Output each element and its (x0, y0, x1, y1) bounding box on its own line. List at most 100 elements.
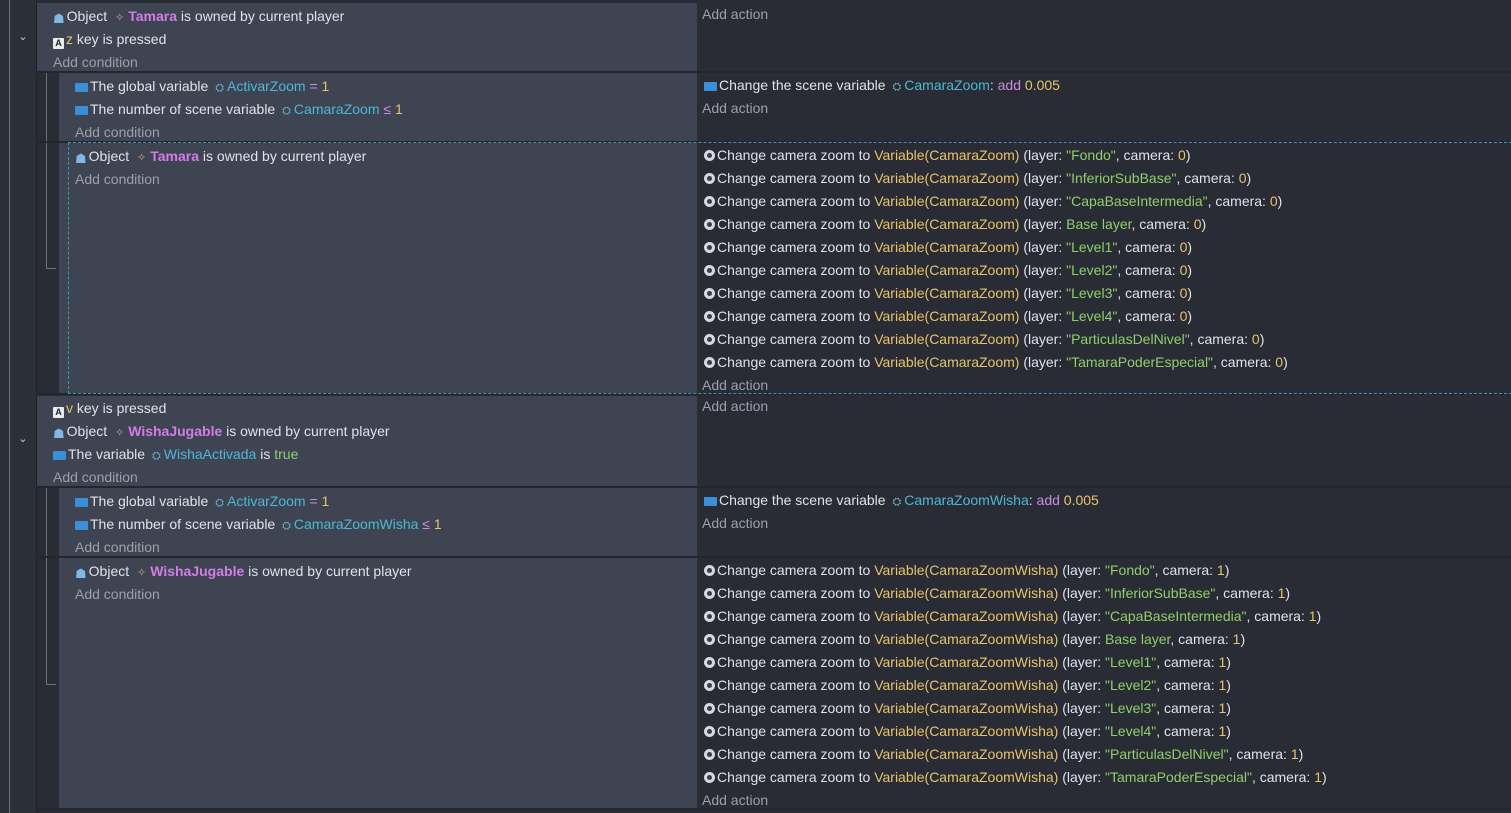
token-text: , camera: (1251, 769, 1315, 785)
token-str: "Level3" (1105, 700, 1157, 716)
condition-row[interactable]: The global variable ⛭ActivarZoom = 1 (75, 490, 329, 512)
condition-row[interactable]: The variable ⛭WishaActivada is true (53, 443, 298, 465)
condition-row[interactable]: The global variable ⛭ActivarZoom = 1 (75, 75, 329, 97)
conditions-pane[interactable] (37, 3, 697, 71)
token-text: : (1028, 492, 1037, 508)
token-str: Base layer (1066, 216, 1132, 232)
token-text: (layer: (1058, 677, 1106, 693)
camera-icon (704, 680, 715, 691)
token-num: 0 (1275, 354, 1284, 370)
action-row[interactable]: Change camera zoom to Variable(CamaraZoo… (704, 743, 1303, 765)
actions-pane[interactable] (697, 3, 1511, 71)
token-text: ) (1226, 700, 1231, 716)
chevron-down-icon: ⌄ (18, 433, 28, 445)
token-text: (layer: (1019, 170, 1067, 186)
add-condition-link[interactable]: Add condition (75, 124, 160, 140)
action-row[interactable]: Change camera zoom to Variable(CamaraZoo… (704, 328, 1264, 350)
token-op: add (997, 77, 1021, 93)
token-text: Change camera zoom to (717, 631, 875, 647)
add-condition-link[interactable]: Add condition (53, 469, 138, 485)
action-row[interactable]: Change camera zoom to Variable(CamaraZoo… (704, 582, 1290, 604)
collapse-toggle-event-1[interactable]: ⌄ (17, 31, 29, 43)
token-text: Object (66, 8, 112, 24)
event-separator (36, 556, 1511, 558)
object-icon: ☗ (53, 426, 65, 441)
add-condition-link[interactable]: Add condition (75, 171, 160, 187)
actions-pane[interactable] (697, 396, 1511, 486)
add-condition-link[interactable]: Add condition (53, 54, 138, 70)
action-row[interactable]: Change the scene variable ⛭CamaraZoom: a… (704, 74, 1060, 96)
add-action-link[interactable]: Add action (702, 398, 769, 414)
token-num: Variable(CamaraZoom) (874, 147, 1020, 163)
token-text: key is pressed (73, 31, 167, 47)
conditions-pane[interactable] (59, 143, 697, 393)
token-num: Variable(CamaraZoom) (874, 170, 1020, 186)
actions-pane[interactable] (697, 73, 1511, 141)
token-text: ) (1316, 608, 1322, 624)
camera-icon (704, 242, 715, 253)
add-action-link[interactable]: Add action (702, 792, 769, 808)
token-text: , camera: (1246, 608, 1309, 624)
action-row[interactable]: Change camera zoom to Variable(CamaraZoo… (704, 720, 1231, 742)
action-row[interactable]: Change camera zoom to Variable(CamaraZoo… (704, 213, 1206, 235)
action-row[interactable]: Change camera zoom to Variable(CamaraZoo… (704, 766, 1327, 788)
token-num: 1 (1308, 608, 1317, 624)
token-num: 1 (321, 78, 330, 94)
add-condition-link[interactable]: Add condition (75, 586, 160, 602)
add-action-link[interactable]: Add action (702, 6, 769, 22)
actions-pane[interactable] (697, 143, 1511, 393)
camera-icon (704, 311, 715, 322)
token-text: Change camera zoom to (717, 746, 875, 762)
token-text: ) (1240, 631, 1246, 647)
action-row[interactable]: Change camera zoom to Variable(CamaraZoo… (704, 236, 1192, 258)
actions-pane[interactable] (697, 488, 1511, 556)
conditions-pane[interactable] (59, 558, 697, 808)
add-action-link[interactable]: Add action (702, 100, 769, 116)
action-row[interactable]: Change camera zoom to Variable(CamaraZoo… (704, 651, 1231, 673)
condition-row[interactable]: The number of scene variable ⛭CamaraZoom… (75, 513, 442, 535)
add-condition-link[interactable]: Add condition (75, 539, 160, 555)
token-text: Object (66, 423, 112, 439)
token-num: Variable(CamaraZoomWisha) (874, 562, 1059, 578)
add-action-link[interactable]: Add action (702, 515, 769, 531)
actions-pane[interactable] (697, 558, 1511, 808)
token-text: Change camera zoom to (717, 608, 875, 624)
keyboard-key-icon: A (53, 38, 64, 49)
token-str: "CapaBaseIntermedia" (1105, 608, 1247, 624)
action-row[interactable]: Change camera zoom to Variable(CamaraZoo… (704, 628, 1245, 650)
condition-row[interactable]: The number of scene variable ⛭CamaraZoom… (75, 98, 403, 120)
variable-scope-icon: ⛭ (282, 520, 291, 532)
token-num: 1 (1218, 677, 1227, 693)
action-row[interactable]: Change camera zoom to Variable(CamaraZoo… (704, 674, 1231, 696)
action-row[interactable]: Change camera zoom to Variable(CamaraZoo… (704, 305, 1192, 327)
collapse-toggle-event-4[interactable]: ⌄ (17, 433, 29, 445)
token-num: Variable(CamaraZoomWisha) (874, 769, 1059, 785)
action-row[interactable]: Change camera zoom to Variable(CamaraZoo… (704, 190, 1282, 212)
conditions-pane[interactable] (59, 488, 697, 556)
token-str: "Fondo" (1066, 147, 1116, 163)
condition-row[interactable]: ☗Object ✧Tamara is owned by current play… (75, 145, 366, 167)
add-action-link[interactable]: Add action (702, 377, 769, 393)
conditions-pane[interactable] (37, 396, 697, 486)
action-row[interactable]: Change camera zoom to Variable(CamaraZoo… (704, 259, 1192, 281)
action-row[interactable]: Change camera zoom to Variable(CamaraZoo… (704, 351, 1288, 373)
action-row[interactable]: Change camera zoom to Variable(CamaraZoo… (704, 559, 1229, 581)
condition-row[interactable]: ☗Object ✧WishaJugable is owned by curren… (53, 420, 390, 442)
action-row[interactable]: Change the scene variable ⛭CamaraZoomWis… (704, 489, 1099, 511)
event-separator (36, 808, 1511, 810)
action-row[interactable]: Change camera zoom to Variable(CamaraZoo… (704, 144, 1190, 166)
condition-row[interactable]: ☗Object ✧WishaJugable is owned by curren… (75, 560, 412, 582)
action-row[interactable]: Change camera zoom to Variable(CamaraZoo… (704, 282, 1192, 304)
action-row[interactable]: Change camera zoom to Variable(CamaraZoo… (704, 167, 1251, 189)
action-row[interactable]: Change camera zoom to Variable(CamaraZoo… (704, 697, 1231, 719)
token-str: "Level3" (1066, 285, 1118, 301)
condition-row[interactable]: ☗Object ✧Tamara is owned by current play… (53, 5, 344, 27)
action-row[interactable]: Change camera zoom to Variable(CamaraZoo… (704, 605, 1321, 627)
token-text: (layer: (1058, 654, 1106, 670)
token-text: Change camera zoom to (717, 216, 875, 232)
token-text: , camera: (1207, 193, 1270, 209)
conditions-pane[interactable] (59, 73, 697, 141)
